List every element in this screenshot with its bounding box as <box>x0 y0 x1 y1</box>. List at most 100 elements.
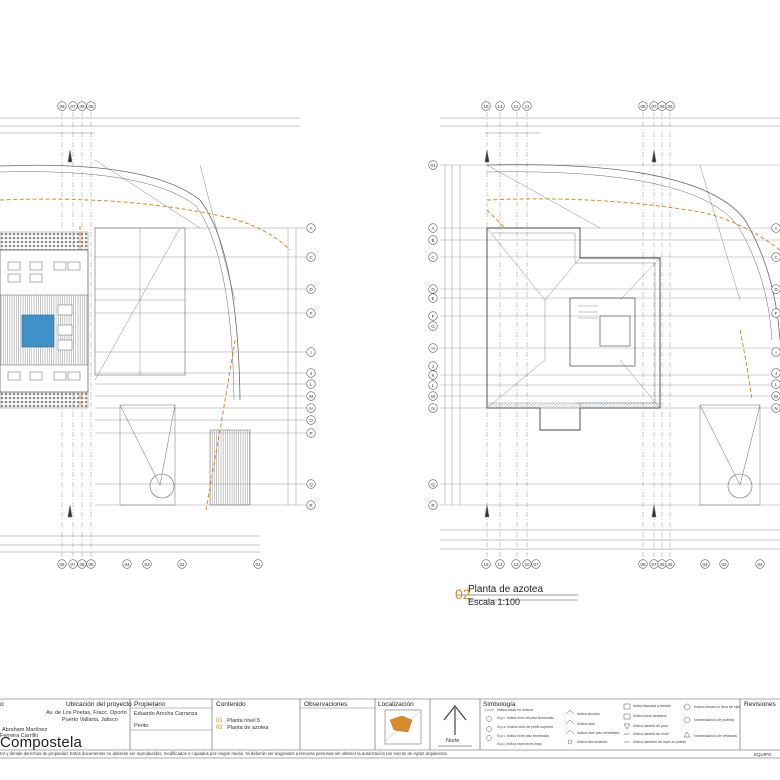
grid-bubble-label: J <box>310 371 312 376</box>
grid-bubble: R <box>306 500 316 510</box>
grid-bubble-circle <box>771 391 780 401</box>
grid-bubble-label: 02 <box>757 562 763 567</box>
content-item: 01 Planta nivel 5 <box>216 718 261 724</box>
grid-bubble: 07 <box>649 101 659 111</box>
symbology-item: Indica nivel <box>577 722 595 726</box>
grid-bubble-label: D <box>309 287 313 292</box>
grid-bubble-label: 08 <box>640 562 646 567</box>
grid-bubble-label: C <box>431 255 435 260</box>
grid-bubble-circle <box>68 101 78 111</box>
grid-bubble-label: 02 <box>179 562 185 567</box>
symbology-item: Indica cotas en metros <box>497 708 534 712</box>
grid-bubble: D <box>306 284 316 294</box>
grid-bubble: A <box>428 223 438 233</box>
grid-bubble: 03 <box>719 559 729 569</box>
grid-bubble-label: 08 <box>59 562 65 567</box>
grid-bubble-label: Q <box>431 482 435 487</box>
content-item: 02 Planta de azotea <box>216 725 269 731</box>
grid-bubble-circle <box>177 559 187 569</box>
grid-bubble: 05 <box>665 559 675 569</box>
grid-bubble: 12 <box>511 101 521 111</box>
grid-bubble-label: 11 <box>525 104 530 109</box>
grid-bubble-circle <box>306 379 316 389</box>
grid-bubble-circle <box>306 347 316 357</box>
author-line-1: Abraham Martínez <box>2 727 48 733</box>
grid-bubble-circle <box>306 428 316 438</box>
grid-bubble: F <box>771 308 780 318</box>
legal-notice: tor y demás derechos de propiedad. Estos… <box>0 751 448 756</box>
grid-bubble-circle <box>68 559 78 569</box>
grid-bubble: 15 <box>481 101 491 111</box>
grid-bubble: H <box>428 343 438 353</box>
grid-bubble: 06 <box>77 101 87 111</box>
owner-label: Propietario <box>134 701 166 708</box>
symbology-icons <box>484 703 691 745</box>
grid-bubble-circle <box>771 308 780 318</box>
grid-bubble: 10 <box>522 559 532 569</box>
symbology-item: Indica nivel piso terminado <box>577 731 620 735</box>
grid-bubble-label: 07 <box>651 562 657 567</box>
grid-bubble: J <box>306 368 316 378</box>
grid-bubble: I <box>306 347 316 357</box>
grid-bubble-circle <box>306 368 316 378</box>
grid-bubble-circle <box>428 223 438 233</box>
grid-bubble-label: M <box>431 394 435 399</box>
grid-bubble-circle <box>142 559 152 569</box>
grid-bubble-circle <box>771 347 780 357</box>
grid-bubble: 05 <box>86 559 96 569</box>
grid-bubble: 15 <box>481 559 491 569</box>
grid-bubble: R <box>428 500 438 510</box>
grid-bubble-label: K <box>431 373 435 378</box>
grid-bubble-label: 04 <box>702 562 708 567</box>
grid-bubble: A <box>771 223 780 233</box>
grid-bubble: M <box>306 391 316 401</box>
symbology-item: N.p.l. Indica nivel lecho bajo <box>497 742 542 746</box>
grid-bubble-circle <box>428 252 438 262</box>
grid-bubble: N <box>428 403 438 413</box>
grid-bubble: N <box>306 403 316 413</box>
grid-bubble-circle <box>306 391 316 401</box>
grid-bubble: N <box>771 403 780 413</box>
grid-bubble-label: G <box>431 324 435 329</box>
north-label: Norte <box>446 738 460 744</box>
grid-bubble-label: L <box>310 382 313 387</box>
grid-bubble-circle <box>428 479 438 489</box>
grid-bubble-label: 06 <box>659 104 665 109</box>
grid-bubble: D <box>771 284 780 294</box>
grid-bubble: F <box>428 311 438 321</box>
grid-bubble: B <box>428 235 438 245</box>
grid-bubble-label: 10 <box>524 562 530 567</box>
grid-bubble-circle <box>771 379 780 389</box>
grid-bubble: 02 <box>177 559 187 569</box>
grid-bubble-label: 12 <box>513 104 519 109</box>
observations-label: Observaciones <box>304 701 348 708</box>
grid-bubble-circle <box>86 101 96 111</box>
symbology-item: Indica cambios de nivel en plafón <box>633 740 687 744</box>
grid-bubble-label: J <box>775 371 777 376</box>
grid-bubble: 04 <box>700 559 710 569</box>
address-line-2: Puerto Vallarta, Jalisco <box>62 717 118 723</box>
grid-bubble: A <box>306 223 316 233</box>
grid-bubble-label: I <box>775 350 776 355</box>
grid-bubble-label: R <box>309 503 313 508</box>
symbology-item: Indica número o letra de ejes <box>694 705 741 709</box>
grid-bubble: P <box>306 428 316 438</box>
grid-bubble-label: 01 <box>430 163 436 168</box>
grid-bubble: M <box>771 391 780 401</box>
grid-bubble: 06 <box>77 559 87 569</box>
grid-bubble-circle <box>700 559 710 569</box>
grid-bubble-label: R <box>431 503 435 508</box>
grid-bubble: G <box>428 321 438 331</box>
grid-bubble: D <box>428 284 438 294</box>
grid-bubble-circle <box>481 559 491 569</box>
grid-bubble-label: C <box>774 255 778 260</box>
grid-bubble: J <box>428 361 438 371</box>
grid-bubble-label: 13 <box>497 562 503 567</box>
grid-bubble-label: 05 <box>667 562 673 567</box>
grid-bubble-label: 15 <box>483 562 489 567</box>
grid-bubble-circle <box>428 370 438 380</box>
localization-label: Localización <box>378 701 414 708</box>
grid-bubble: 01 <box>428 160 438 170</box>
grid-bubble-circle <box>428 311 438 321</box>
